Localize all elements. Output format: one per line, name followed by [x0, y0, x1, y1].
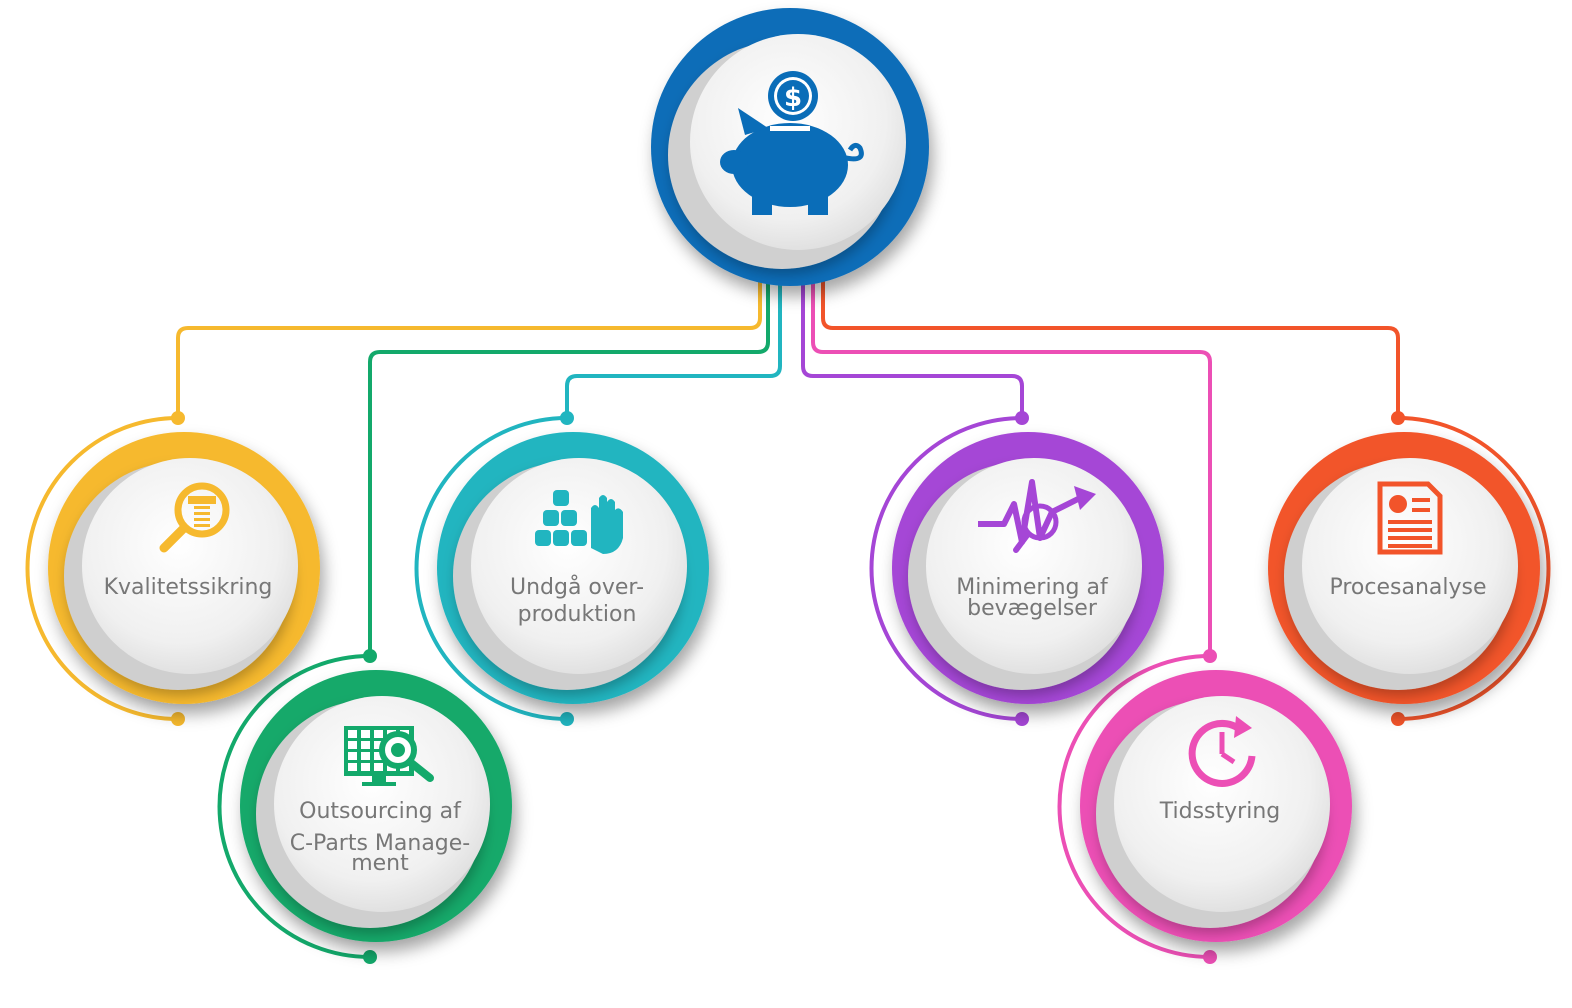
- arc-kvalitet: [25, 416, 179, 721]
- piggy-bank-icon: $: [720, 71, 864, 215]
- monitor-search-icon: [344, 726, 434, 786]
- disc-overproduktion: [471, 458, 687, 674]
- connector-bevaegelser: [801, 278, 1024, 420]
- connector-tidsstyring: [811, 278, 1212, 658]
- label-bevaegelser-line-0: Minimering af: [956, 575, 1109, 600]
- connector-overproduktion: [565, 278, 782, 420]
- label-outsourcing-line-2: ment: [351, 851, 409, 876]
- label-bevaegelser-line-1: bevægelser: [967, 596, 1098, 621]
- arc-overproduktion: [414, 416, 568, 721]
- label-outsourcing-line-1: C-Parts Manage-: [290, 831, 471, 856]
- label-tidsstyring-line-0: Tidsstyring: [1159, 799, 1280, 824]
- clock-refresh-icon: [1188, 716, 1256, 787]
- node-outsourcing: Outsourcing af C-Parts Manage-ment: [240, 670, 512, 942]
- outer-arcs: [25, 416, 1551, 959]
- label-overproduktion-line-1: produktion: [518, 602, 637, 627]
- minimize-motion-icon: [978, 479, 1096, 553]
- label-outsourcing-line-0: Outsourcing af: [299, 799, 462, 824]
- magnifier-screw-icon: [159, 482, 230, 553]
- center-node: $: [651, 8, 929, 286]
- arc-tidsstyring: [1057, 654, 1211, 959]
- arc-outsourcing: [217, 654, 371, 959]
- connector-procesanalyse: [821, 278, 1400, 420]
- disc-outsourcing: [274, 696, 490, 912]
- disc-bevaegelser: [926, 458, 1142, 674]
- disc-procesanalyse: [1302, 458, 1518, 674]
- node-overproduktion: Undgå over-produktion: [437, 432, 709, 704]
- node-procesanalyse: Procesanalyse: [1268, 432, 1540, 704]
- stop-hand-blocks-icon: [535, 490, 623, 554]
- connector-outsourcing: [368, 278, 770, 658]
- disc-tidsstyring: [1114, 696, 1330, 912]
- svg-text:$: $: [784, 83, 802, 113]
- label-overproduktion-line-0: Undgå over-: [510, 574, 644, 600]
- disc-kvalitet: [82, 458, 298, 674]
- connector-lines: [176, 278, 1400, 658]
- label-kvalitet-line-0: Kvalitetssikring: [104, 575, 273, 600]
- label-procesanalyse-line-0: Procesanalyse: [1329, 575, 1486, 600]
- node-kvalitet: Kvalitetssikring: [48, 432, 320, 704]
- node-tidsstyring: Tidsstyring: [1080, 670, 1352, 942]
- connector-kvalitet: [176, 278, 762, 420]
- report-document-icon: [1377, 481, 1443, 555]
- arc-procesanalyse: [1397, 416, 1551, 721]
- arc-bevaegelser: [869, 416, 1023, 721]
